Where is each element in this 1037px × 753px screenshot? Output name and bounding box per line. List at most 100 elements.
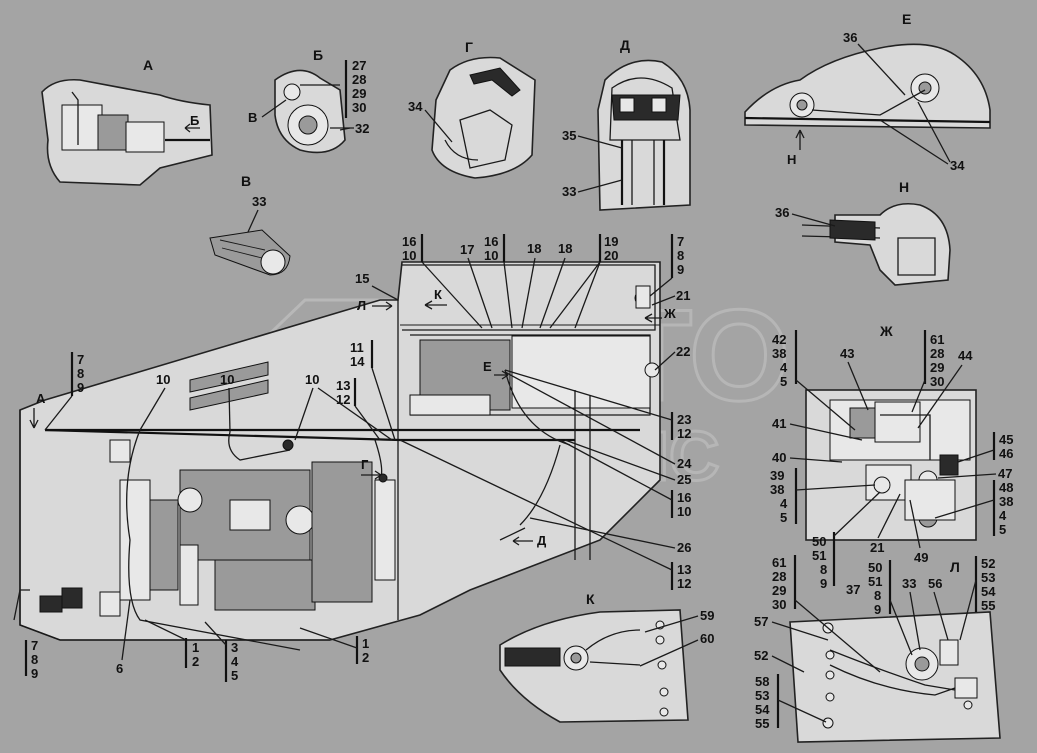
main-num-16c: 16 xyxy=(677,490,691,505)
callout-21: 21 xyxy=(676,288,690,303)
l-num-58: 58 xyxy=(755,674,769,689)
zh-num-30: 30 xyxy=(930,374,944,389)
view-g-title: Г xyxy=(465,39,473,55)
main-num-7-bot: 7 xyxy=(31,638,38,653)
callout-37: 37 xyxy=(846,582,860,597)
l-num-54b: 54 xyxy=(755,702,770,717)
callout-35: 35 xyxy=(562,128,576,143)
callout-33-v: 33 xyxy=(252,194,266,209)
callout-10a: 10 xyxy=(156,372,170,387)
main-num-7: 7 xyxy=(77,352,84,367)
view-a: А Б xyxy=(41,57,213,186)
main-num-5: 5 xyxy=(231,668,238,683)
callout-21-zh: 21 xyxy=(870,540,884,555)
callout-32: 32 xyxy=(355,121,369,136)
view-n: Н 36 xyxy=(775,179,951,286)
callout-24: 24 xyxy=(677,456,692,471)
main-arrow-d: Д xyxy=(537,533,547,548)
zh-num-38c: 38 xyxy=(999,494,1013,509)
zh-num-38a: 38 xyxy=(772,346,786,361)
view-a-title: А xyxy=(143,57,153,73)
view-e: Е 36 34 Н xyxy=(744,11,991,173)
main-num-3: 3 xyxy=(231,640,238,655)
main-arrow-e: Е xyxy=(483,359,492,374)
b-num-28: 28 xyxy=(352,72,366,87)
zh-num-5a: 5 xyxy=(780,374,787,389)
main-num-12: 12 xyxy=(677,426,691,441)
callout-36-n: 36 xyxy=(775,205,789,220)
main-num-20: 20 xyxy=(604,248,618,263)
main-num-9: 9 xyxy=(77,380,84,395)
callout-17: 17 xyxy=(460,242,474,257)
zh-num-51: 51 xyxy=(812,548,826,563)
callout-34-g: 34 xyxy=(408,99,423,114)
callout-41: 41 xyxy=(772,416,786,431)
l-num-55: 55 xyxy=(981,598,995,613)
l-num-28: 28 xyxy=(772,569,786,584)
l-num-9: 9 xyxy=(874,602,881,617)
zh-num-4b: 4 xyxy=(780,496,788,511)
main-num-8: 8 xyxy=(77,366,84,381)
main-num-11: 11 xyxy=(350,340,364,355)
view-a-arrow-b: Б xyxy=(190,113,199,128)
zh-num-38b: 38 xyxy=(770,482,784,497)
l-num-51: 51 xyxy=(868,574,882,589)
main-num-19: 19 xyxy=(604,234,618,249)
main-num-9-bot: 9 xyxy=(31,666,38,681)
b-num-30: 30 xyxy=(352,100,366,115)
main-arrow-a: А xyxy=(36,391,46,406)
callout-56: 56 xyxy=(928,576,942,591)
callout-43: 43 xyxy=(840,346,854,361)
main-num-8-bot: 8 xyxy=(31,652,38,667)
callout-26: 26 xyxy=(677,540,691,555)
callout-18b: 18 xyxy=(558,241,572,256)
callout-34-e: 34 xyxy=(950,158,965,173)
main-num-16b: 16 xyxy=(484,234,498,249)
main-num-9-top: 9 xyxy=(677,262,684,277)
main-num-10c: 10 xyxy=(677,504,691,519)
callout-44: 44 xyxy=(958,348,973,363)
main-num-2a: 2 xyxy=(192,654,199,669)
view-k-title: К xyxy=(586,591,595,607)
zh-num-5c: 5 xyxy=(999,522,1006,537)
main-num-1b: 1 xyxy=(362,636,369,651)
zh-num-5b: 5 xyxy=(780,510,787,525)
zh-num-42: 42 xyxy=(772,332,786,347)
view-d-title: Д xyxy=(620,37,630,53)
zh-num-9: 9 xyxy=(820,576,827,591)
view-n-title: Н xyxy=(899,179,909,195)
zh-num-46: 46 xyxy=(999,446,1013,461)
l-num-8: 8 xyxy=(874,588,881,603)
zh-num-39: 39 xyxy=(770,468,784,483)
main-num-13-top: 13 xyxy=(336,378,350,393)
main-num-12-bot: 12 xyxy=(677,576,691,591)
l-num-30: 30 xyxy=(772,597,786,612)
callout-25: 25 xyxy=(677,472,691,487)
l-num-53: 53 xyxy=(981,570,995,585)
callout-60: 60 xyxy=(700,631,714,646)
l-num-29: 29 xyxy=(772,583,786,598)
main-num-14: 14 xyxy=(350,354,365,369)
zh-num-45: 45 xyxy=(999,432,1013,447)
view-e-title: Е xyxy=(902,11,911,27)
view-l-title: Л xyxy=(950,559,960,575)
zh-num-48: 48 xyxy=(999,480,1013,495)
main-num-13-bot: 13 xyxy=(677,562,691,577)
l-num-55b: 55 xyxy=(755,716,769,731)
view-v-title: В xyxy=(241,173,251,189)
l-num-53b: 53 xyxy=(755,688,769,703)
view-zh-title: Ж xyxy=(879,323,893,339)
zh-num-29: 29 xyxy=(930,360,944,375)
callout-57: 57 xyxy=(754,614,768,629)
main-num-8-top: 8 xyxy=(677,248,684,263)
callout-49: 49 xyxy=(914,550,928,565)
callout-47: 47 xyxy=(998,466,1012,481)
main-view: А К Л Ж Е Г Д 7 8 9 16 10 17 16 10 18 18 xyxy=(13,234,692,683)
main-num-7-top: 7 xyxy=(677,234,684,249)
zh-num-4c: 4 xyxy=(999,508,1007,523)
main-num-12-top: 12 xyxy=(336,392,350,407)
l-num-54: 54 xyxy=(981,584,996,599)
main-num-1a: 1 xyxy=(192,640,199,655)
main-arrow-l: Л xyxy=(357,298,366,313)
